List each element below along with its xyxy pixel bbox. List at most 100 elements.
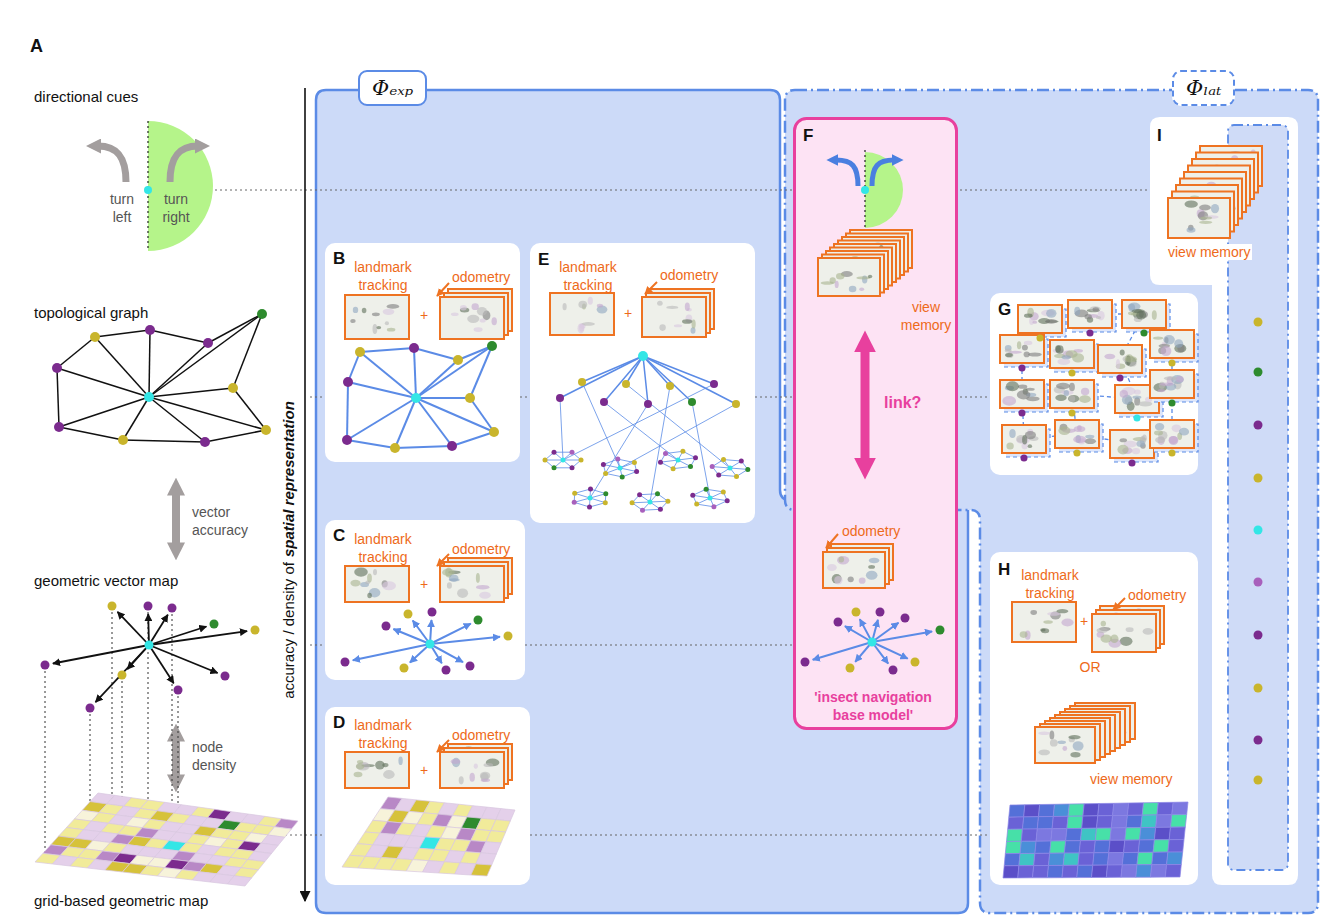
node-dot [630, 500, 635, 505]
texture-blob [383, 309, 395, 315]
grid-cell [1007, 829, 1023, 841]
node-dot [801, 658, 810, 667]
node-dot [861, 186, 869, 194]
node-dot [556, 394, 564, 402]
texture-blob [1057, 741, 1066, 745]
panel-letter: I [1157, 126, 1162, 145]
node-dot [200, 437, 210, 447]
texture-blob [1017, 390, 1031, 399]
texture-blob [1047, 612, 1060, 616]
orange-label: odometry [452, 727, 510, 743]
image-frame [1098, 345, 1142, 373]
shape-group [530, 243, 755, 523]
link-line [697, 504, 714, 507]
link-line [347, 398, 416, 440]
image-frame [1050, 380, 1094, 408]
node-dot [341, 658, 350, 667]
link-line [96, 645, 150, 702]
texture-blob [1132, 448, 1140, 454]
node-dot [1074, 450, 1081, 457]
texture-blob [1160, 383, 1174, 386]
node-dot [1019, 410, 1026, 417]
texture-blob [1028, 444, 1032, 448]
link-line [149, 314, 262, 397]
texture-blob [837, 556, 849, 564]
grid-cell [1083, 804, 1099, 817]
link-line [813, 642, 872, 660]
node-dot [1087, 330, 1094, 337]
grid-cell [1034, 853, 1050, 865]
node-dot [1037, 335, 1044, 342]
node-dot [118, 435, 128, 445]
texture-blob [354, 772, 363, 777]
grid-cell [1094, 840, 1110, 853]
node-dot [745, 467, 750, 472]
texture-blob [848, 576, 854, 582]
link-line [626, 384, 730, 468]
grid-cell [1018, 866, 1034, 878]
node-dot [342, 435, 352, 445]
image-frame [325, 707, 530, 885]
image-frame [1068, 300, 1112, 328]
node-dot [552, 450, 557, 455]
node-dot [704, 487, 709, 492]
axis-caption: accuracy / density of [280, 562, 297, 699]
node-dot [543, 458, 548, 463]
node-dot [428, 608, 437, 617]
texture-blob [1179, 428, 1189, 436]
grid-cell [1005, 841, 1021, 853]
axis-caption: grid-based geometric map [34, 892, 208, 909]
node-dot [680, 449, 685, 454]
texture-blob [362, 308, 367, 313]
texture-blob [1093, 307, 1099, 311]
node-dot [640, 508, 645, 513]
grid-cell [1167, 852, 1183, 865]
link-line [582, 382, 620, 468]
link-line [861, 348, 870, 462]
grid-cell [1037, 817, 1053, 829]
node-dot [1254, 631, 1263, 640]
texture-blob [1152, 310, 1157, 320]
link-line [590, 404, 648, 498]
texture-blob [1090, 306, 1101, 312]
grid-cell [1049, 853, 1065, 865]
text-slot: topological graph [34, 304, 148, 322]
image-frame [990, 293, 1198, 475]
node-dot [620, 474, 625, 479]
texture-blob [1025, 431, 1036, 439]
link-line [620, 404, 736, 468]
model-panel: G [990, 293, 1198, 475]
image-frame [345, 566, 409, 602]
texture-blob [682, 319, 692, 324]
texture-blob [1024, 352, 1030, 358]
grid-cell [486, 831, 506, 843]
node-dot [1169, 400, 1176, 407]
texture-blob [1040, 628, 1046, 631]
text-slot: odometry [452, 540, 510, 558]
grid-cell [1097, 816, 1113, 829]
texture-blob [387, 328, 396, 332]
model-panel: Clandmark tracking+odometry [325, 520, 525, 680]
texture-blob [1132, 396, 1141, 399]
texture-blob [350, 319, 355, 323]
shape-path [836, 160, 858, 186]
texture-blob [1187, 227, 1196, 233]
panel-letter: B [333, 249, 345, 268]
orange-label: + [420, 576, 428, 592]
texture-blob [470, 773, 475, 782]
link-line [178, 696, 179, 819]
texture-blob [821, 281, 834, 284]
text-slot: + [420, 761, 428, 779]
node-dot [1117, 375, 1124, 382]
grid-cell [1052, 816, 1068, 829]
node-dot [658, 507, 663, 512]
axis-caption: spatial representation [280, 401, 297, 557]
node-dot [552, 465, 557, 470]
text-slot: directional cues [34, 88, 138, 106]
texture-blob [1002, 396, 1016, 406]
node-dot [1254, 421, 1263, 430]
texture-blob [1061, 619, 1073, 627]
texture-blob [1120, 637, 1133, 646]
node-dot [688, 398, 696, 406]
text-slot: landmark tracking [345, 258, 421, 294]
